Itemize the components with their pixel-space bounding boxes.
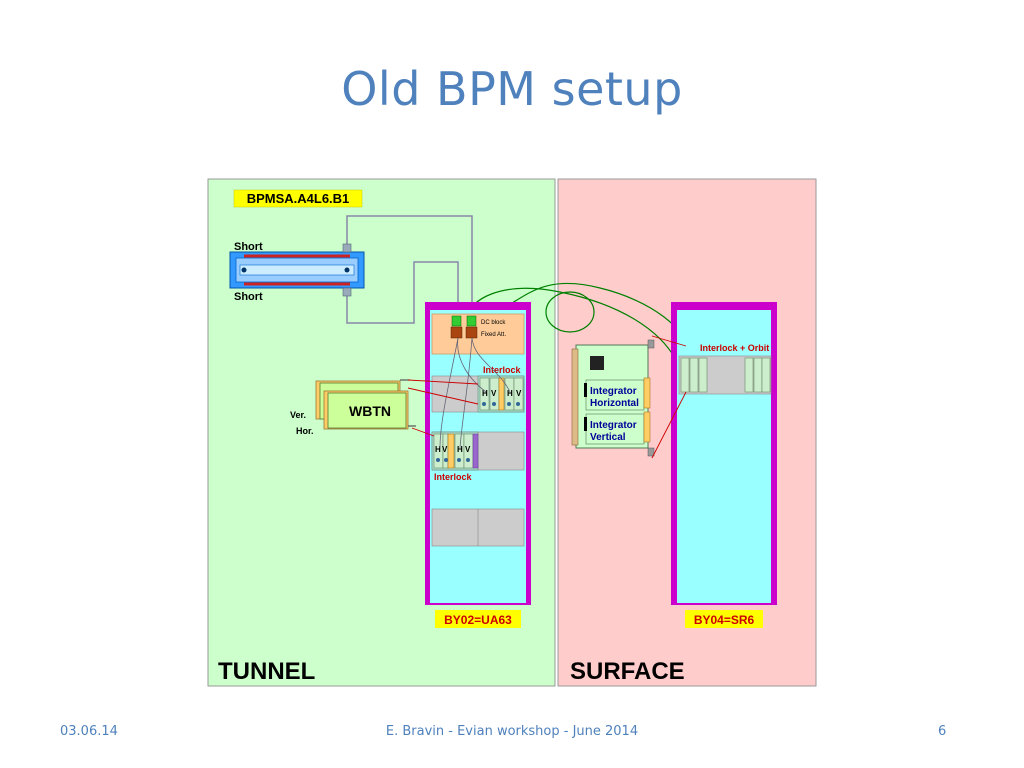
fixed-att-1 [450, 326, 463, 339]
rack-tunnel-label-box [435, 610, 521, 628]
bpm-port-right [344, 267, 350, 273]
upper-h1: H [482, 389, 488, 398]
fixed-att-label: Fixed Att. [481, 332, 506, 338]
integrator-vertical-bar [584, 417, 587, 431]
integrator-horizontal-bar [584, 383, 587, 397]
interlock-orbit-label: Interlock + Orbit [700, 343, 769, 353]
dc-block-module [431, 313, 525, 355]
footer-page-number: 6 [938, 724, 947, 739]
integrator-connector-bottom [647, 447, 655, 457]
rack-surface-label: BY04=SR6 [694, 613, 755, 627]
wbtn-link-lower [407, 387, 479, 405]
wbtn-link-3 [411, 427, 435, 437]
integrator-side-connectors-2 [643, 411, 651, 443]
zone-surface-label: SURFACE [570, 658, 685, 685]
upper-led-1 [482, 402, 486, 406]
upper-led-2 [492, 402, 496, 406]
cable-top [346, 215, 473, 318]
dc-block-label: DC block [481, 320, 506, 326]
rack-surface-label-box [685, 610, 763, 628]
interlock-upper-label: Interlock [483, 365, 522, 375]
rack-cable-3 [439, 337, 459, 449]
integrator-horizontal-box [585, 379, 645, 411]
rack-tunnel-label: BY02=UA63 [444, 613, 512, 627]
upper-module-e [513, 377, 524, 411]
bpm-connector-top [342, 243, 352, 253]
integrator-connector-top [647, 339, 655, 349]
surface-module-f [761, 357, 771, 393]
surface-module-d [744, 357, 754, 393]
integrator-vertical-line2: Vertical [590, 432, 626, 443]
surface-module-e [753, 357, 763, 393]
lower-module-f [472, 433, 479, 469]
integrator-vertical-line1: Integrator [590, 420, 637, 431]
rack-cable-1 [457, 337, 487, 393]
lower-led-3 [457, 458, 461, 462]
integrator-side-connectors [643, 377, 651, 409]
short-label-top: Short [234, 241, 263, 253]
ver-label: Ver. [290, 410, 306, 420]
zone-tunnel-label: TUNNEL [218, 658, 315, 685]
lower-led-1 [436, 458, 440, 462]
slide-title: Old BPM setup [341, 62, 683, 116]
hor-label: Hor. [296, 426, 314, 436]
lower-led-2 [444, 458, 448, 462]
surface-module-a [680, 357, 690, 393]
short-label-bottom: Short [234, 291, 263, 303]
upper-v2: V [516, 389, 522, 398]
lower-v1: V [442, 445, 448, 454]
upper-module-c [498, 377, 505, 411]
interlock-lower-label: Interlock [434, 472, 473, 482]
surface-rack-inner [677, 310, 771, 603]
lower-v2: V [465, 445, 471, 454]
bpm-label: BPMSA.A4L6.B1 [247, 191, 350, 206]
upper-h2: H [507, 389, 513, 398]
surface-module-b [689, 357, 699, 393]
upper-led-3 [507, 402, 511, 406]
integrator-link-upper [651, 335, 687, 347]
wbtn-front-face [327, 392, 407, 429]
upper-module-a [479, 377, 490, 411]
wbtn-link-upper [407, 379, 479, 385]
fixed-att-2 [465, 326, 478, 339]
upper-led-4 [516, 402, 520, 406]
lower-h2: H [457, 445, 463, 454]
integrator-left-rail [571, 348, 579, 446]
bpm-label-box [233, 189, 363, 208]
wbtn-label: WBTN [349, 403, 391, 419]
rack-cable-4 [459, 337, 473, 449]
dc-block-1 [451, 315, 462, 327]
fibre-coil [545, 291, 595, 333]
integrator-icon-chip [590, 356, 604, 370]
surface-module-c [698, 357, 708, 393]
bpm-port-left [241, 267, 247, 273]
upper-v1: V [491, 389, 497, 398]
bpm-connector-bottom [342, 287, 352, 297]
integrator-horizontal-line2: Horizontal [590, 398, 639, 409]
lower-led-4 [466, 458, 470, 462]
footer-center: E. Bravin - Evian workshop - June 2014 [385, 724, 639, 739]
footer-date: 03.06.14 [60, 724, 118, 739]
lower-h1: H [435, 445, 441, 454]
fibre-loop [465, 287, 677, 361]
dc-block-2 [466, 315, 477, 327]
cable-mid [346, 261, 459, 324]
integrator-horizontal-line1: Integrator [590, 386, 637, 397]
rack-cable-2 [471, 337, 511, 393]
lower-module-c [447, 433, 455, 469]
bpm-beam-pipe [239, 264, 355, 276]
integrator-link-lower [651, 391, 687, 459]
